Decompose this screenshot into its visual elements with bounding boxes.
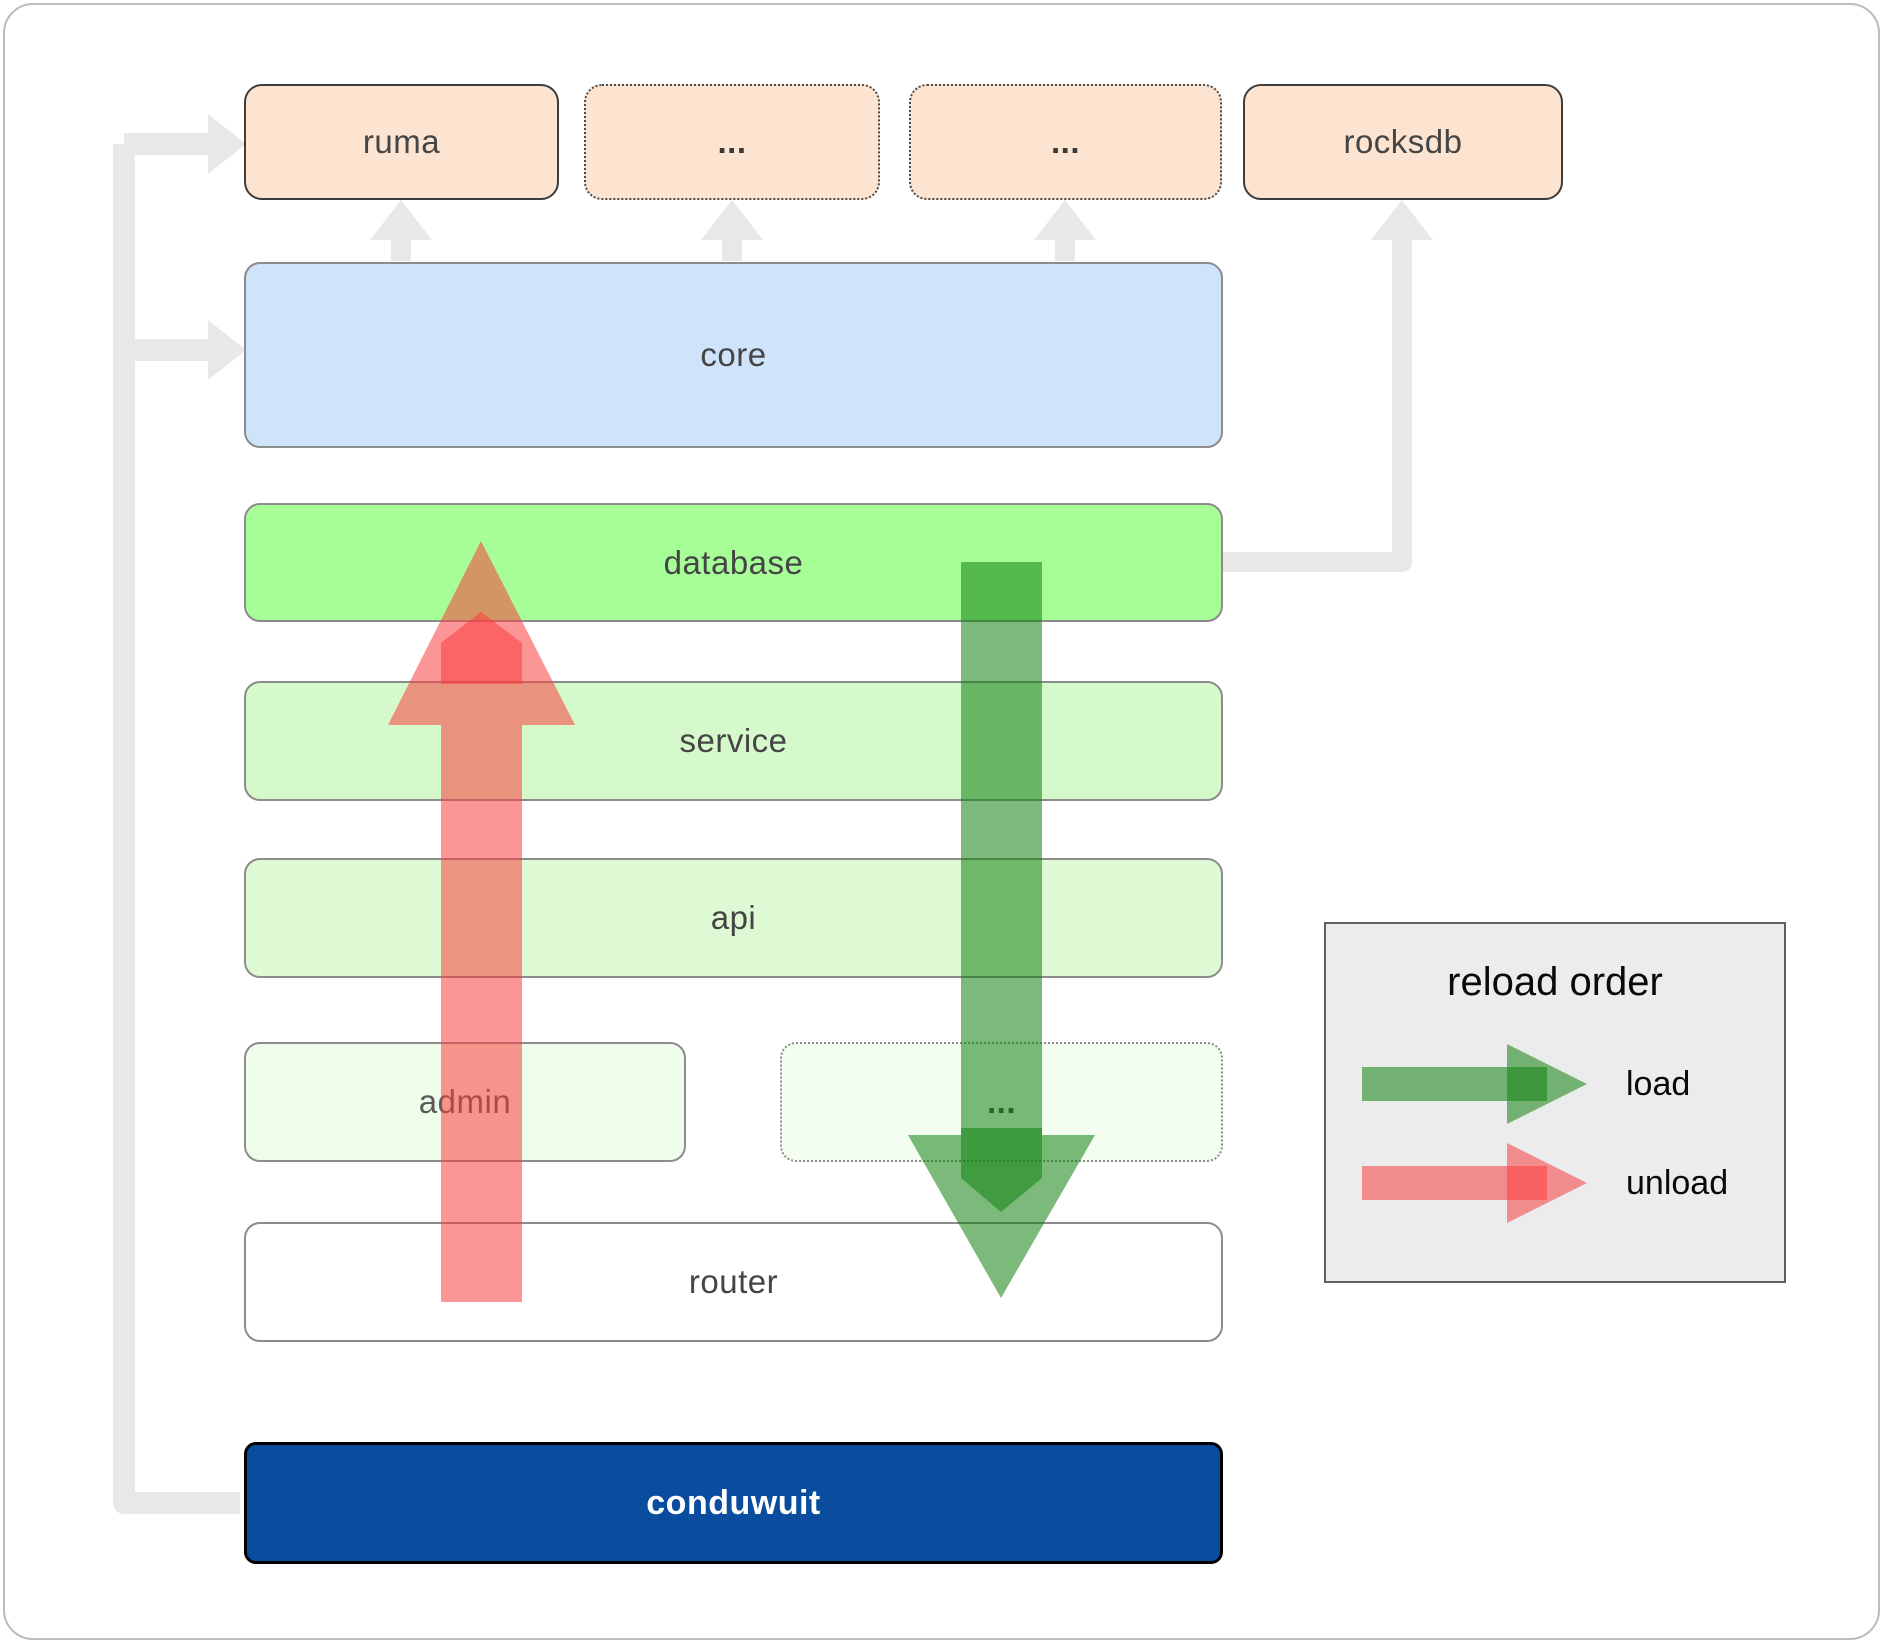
node-database: database	[244, 503, 1223, 622]
node-rocksdb-label: rocksdb	[1343, 123, 1463, 160]
legend-title: reload order	[1447, 960, 1663, 1004]
node-external-top-1-label: ...	[717, 123, 747, 160]
node-ruma-label: ruma	[362, 123, 441, 160]
node-admin: admin	[244, 1042, 686, 1162]
node-external-top-1: ...	[584, 84, 880, 200]
legend: reload order load unload	[1324, 922, 1786, 1283]
node-api-label: api	[710, 899, 757, 936]
node-core-label: core	[700, 336, 767, 373]
connector-database-to-rocksdb	[1222, 238, 1412, 572]
node-conduwuit-label: conduwuit	[646, 1483, 821, 1522]
node-ruma: ruma	[244, 84, 559, 200]
arrowhead-up-ext2	[1034, 200, 1096, 240]
connector-conduwuit-left-path	[113, 144, 240, 1514]
legend-load-arrow-icon	[1362, 1044, 1587, 1124]
arrowhead-up-ext1	[701, 200, 763, 240]
arrowhead-up-ruma	[370, 200, 432, 240]
node-external-top-2-label: ...	[1050, 123, 1080, 160]
node-external-top-2: ...	[909, 84, 1222, 200]
node-external-admin-row-label: ...	[986, 1083, 1016, 1120]
node-service-label: service	[679, 722, 788, 759]
node-core: core	[244, 262, 1223, 448]
node-external-admin-row: ...	[780, 1042, 1223, 1162]
node-admin-label: admin	[418, 1083, 512, 1120]
node-router: router	[244, 1222, 1223, 1342]
node-rocksdb: rocksdb	[1243, 84, 1563, 200]
arrowhead-into-ruma-left	[208, 114, 246, 174]
node-conduwuit: conduwuit	[244, 1442, 1223, 1564]
legend-unload-label: unload	[1626, 1164, 1729, 1202]
node-database-label: database	[663, 543, 804, 581]
node-api: api	[244, 858, 1223, 978]
arrowhead-up-rocksdb	[1371, 200, 1433, 240]
arrowhead-into-core-left	[208, 320, 246, 380]
node-router-label: router	[688, 1263, 779, 1300]
legend-load-label: load	[1626, 1065, 1691, 1103]
node-service: service	[244, 681, 1223, 801]
legend-unload-arrow-icon	[1362, 1143, 1587, 1223]
